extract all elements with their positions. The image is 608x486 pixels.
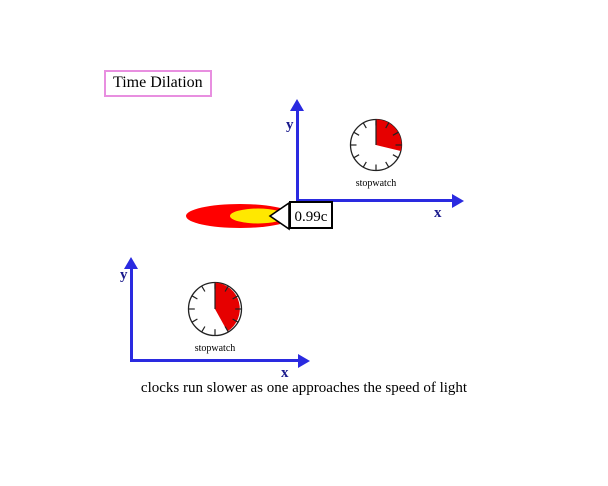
- rest-frame-stopwatch: stopwatch: [182, 277, 248, 355]
- moving-frame-y-axis: [296, 110, 299, 213]
- rest-frame-x-arrow-icon: [298, 354, 310, 368]
- moving-frame-stopwatch: stopwatch: [344, 114, 408, 190]
- stopwatch-elapsed-wedge-moving: [376, 119, 402, 151]
- moving-frame-y-arrow-icon: [290, 99, 304, 111]
- rest-frame-y-arrow-icon: [124, 257, 138, 269]
- stopwatch-face-moving: [349, 118, 403, 172]
- rocket-with-exhaust: [186, 201, 294, 231]
- rest-frame-y-label: y: [120, 267, 128, 283]
- stopwatch-ticks-rest: [188, 282, 242, 336]
- stopwatch-caption-rest: stopwatch: [194, 343, 236, 354]
- moving-frame-y-label: y: [286, 117, 294, 133]
- flame-inner: [230, 208, 286, 224]
- stopwatch-caption-moving: stopwatch: [355, 178, 397, 189]
- speed-label-box: 0.99c: [289, 201, 333, 229]
- figure-caption: clocks run slower as one approaches the …: [140, 380, 468, 396]
- rest-frame-x-axis: [130, 359, 298, 362]
- moving-frame-x-label: x: [434, 205, 442, 221]
- page-title: Time Dilation: [104, 70, 212, 97]
- moving-frame-x-arrow-icon: [452, 194, 464, 208]
- stopwatch-ticks-moving: [350, 119, 402, 171]
- stopwatch-face-rest: [187, 281, 243, 337]
- moving-frame-x-axis: [296, 199, 452, 202]
- rest-frame-x-label: x: [281, 365, 289, 381]
- rest-frame-y-axis: [130, 268, 133, 362]
